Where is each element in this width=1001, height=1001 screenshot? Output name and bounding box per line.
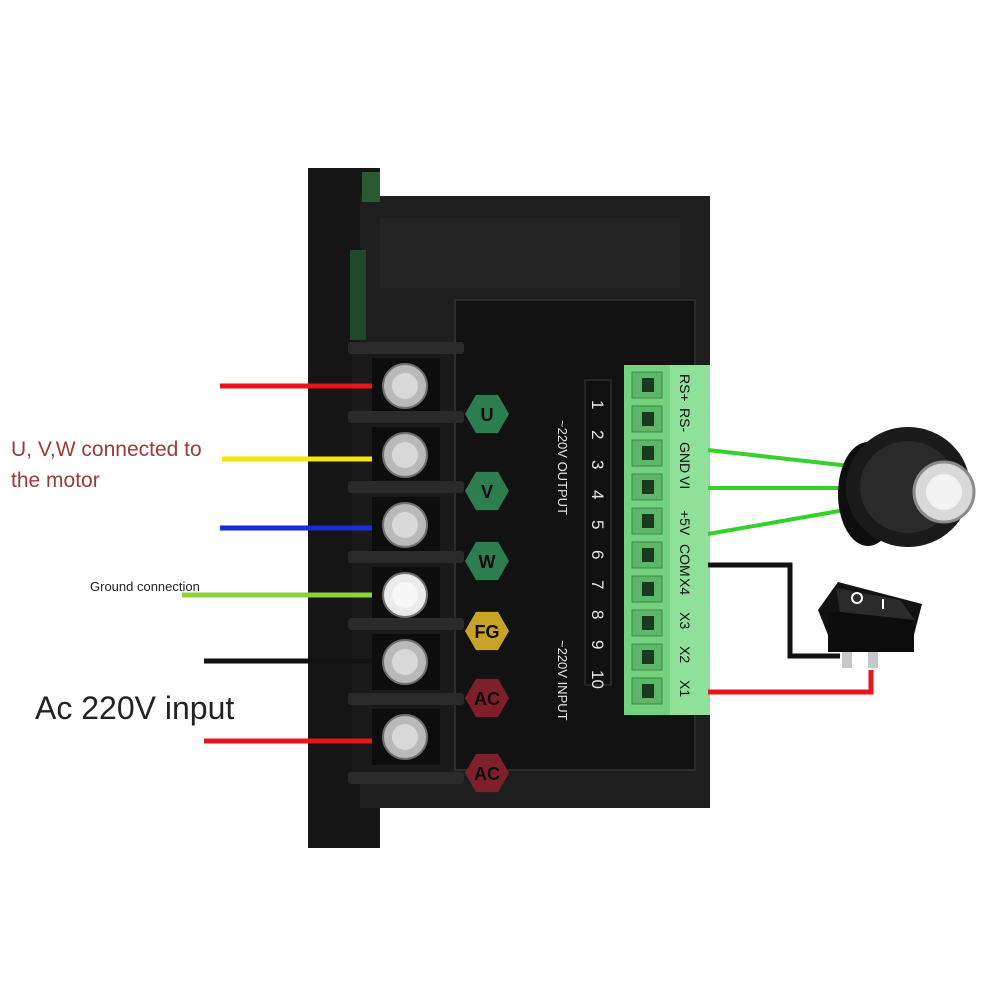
signal-pin-label: GND [677,442,693,473]
screw-head [392,649,418,675]
signal-pin-label: VI [677,476,693,489]
input-label: ~220V INPUT [555,640,570,721]
signal-terminal-screw [642,650,654,664]
signal-terminal-screw [642,684,654,698]
pin-number: 5 [588,520,607,529]
switch-off-mark [851,592,863,604]
screw-head [392,724,418,750]
pin-number: 8 [588,610,607,619]
signal-pin-label: X1 [677,680,693,697]
signal-terminal-screw [642,446,654,460]
pin-number: 2 [588,430,607,439]
switch-on-mark [882,599,884,609]
wire-pot-5v [707,508,846,536]
wire-switch-com [708,562,840,659]
terminal-separator [348,693,464,705]
terminal-separator [348,481,464,493]
signal-pin-label: +5V [677,510,693,536]
pin-number: 7 [588,580,607,589]
signal-pin-label: RS- [677,408,693,432]
terminal-badge [465,753,509,793]
terminal-badge-label: V [481,482,493,502]
terminal-badge-label: AC [474,689,500,709]
signal-terminal-screw [642,412,654,426]
power-terminal-block: U V W FG AC AC [348,342,509,793]
screw-head [392,512,418,538]
terminal-separator [348,618,464,630]
terminal-badge-label: U [481,405,494,425]
signal-terminal-screw [642,378,654,392]
rocker-switch [818,582,922,668]
terminal-badge-label: W [479,552,496,572]
terminal-separator [348,411,464,423]
pin-number: 9 [588,640,607,649]
terminal-badge [465,611,509,651]
wire-switch-x1 [708,670,874,695]
motor-connection-label: U, V,W connected to the motor [11,438,202,492]
signal-terminal-screw [642,514,654,528]
pin-number-strip [584,379,612,686]
signal-terminal-screw [642,480,654,494]
pin-number: 3 [588,460,607,469]
terminal-separator [348,342,464,354]
terminal-badge [465,471,509,511]
screw-head [392,373,418,399]
signal-terminal-slot [631,439,663,467]
ground-connection-label: Ground connection [90,579,200,594]
signal-terminal-screw [642,548,654,562]
terminal-badge-label: AC [474,764,500,784]
signal-terminal-screw [642,582,654,596]
terminal-badge [465,541,509,581]
pin-number: 1 [588,400,607,409]
screw-head [392,442,418,468]
terminal-badge [465,678,509,718]
terminal-separator [348,551,464,563]
terminal-badge-label: FG [475,622,500,642]
screw-head [392,582,418,608]
terminal-separator [348,772,464,784]
signal-pin-label: X3 [677,612,693,629]
signal-terminal-slot [631,575,663,603]
pin-number: 10 [588,670,607,689]
signal-pin-label: COM [677,544,693,577]
signal-pin-label: X2 [677,646,693,663]
output-label: ~220V OUTPUT [555,420,570,515]
signal-pin-label: X4 [677,578,693,595]
pin-number: 4 [588,490,607,499]
ac-input-label: Ac 220V input [35,690,235,726]
wires [182,383,874,744]
signal-terminal-screw [642,616,654,630]
signal-pin-label: RS+ [677,374,693,402]
terminal-badge [465,394,509,434]
wire-pot-gnd [707,448,851,468]
pin-number: 6 [588,550,607,559]
potentiometer [838,427,976,547]
